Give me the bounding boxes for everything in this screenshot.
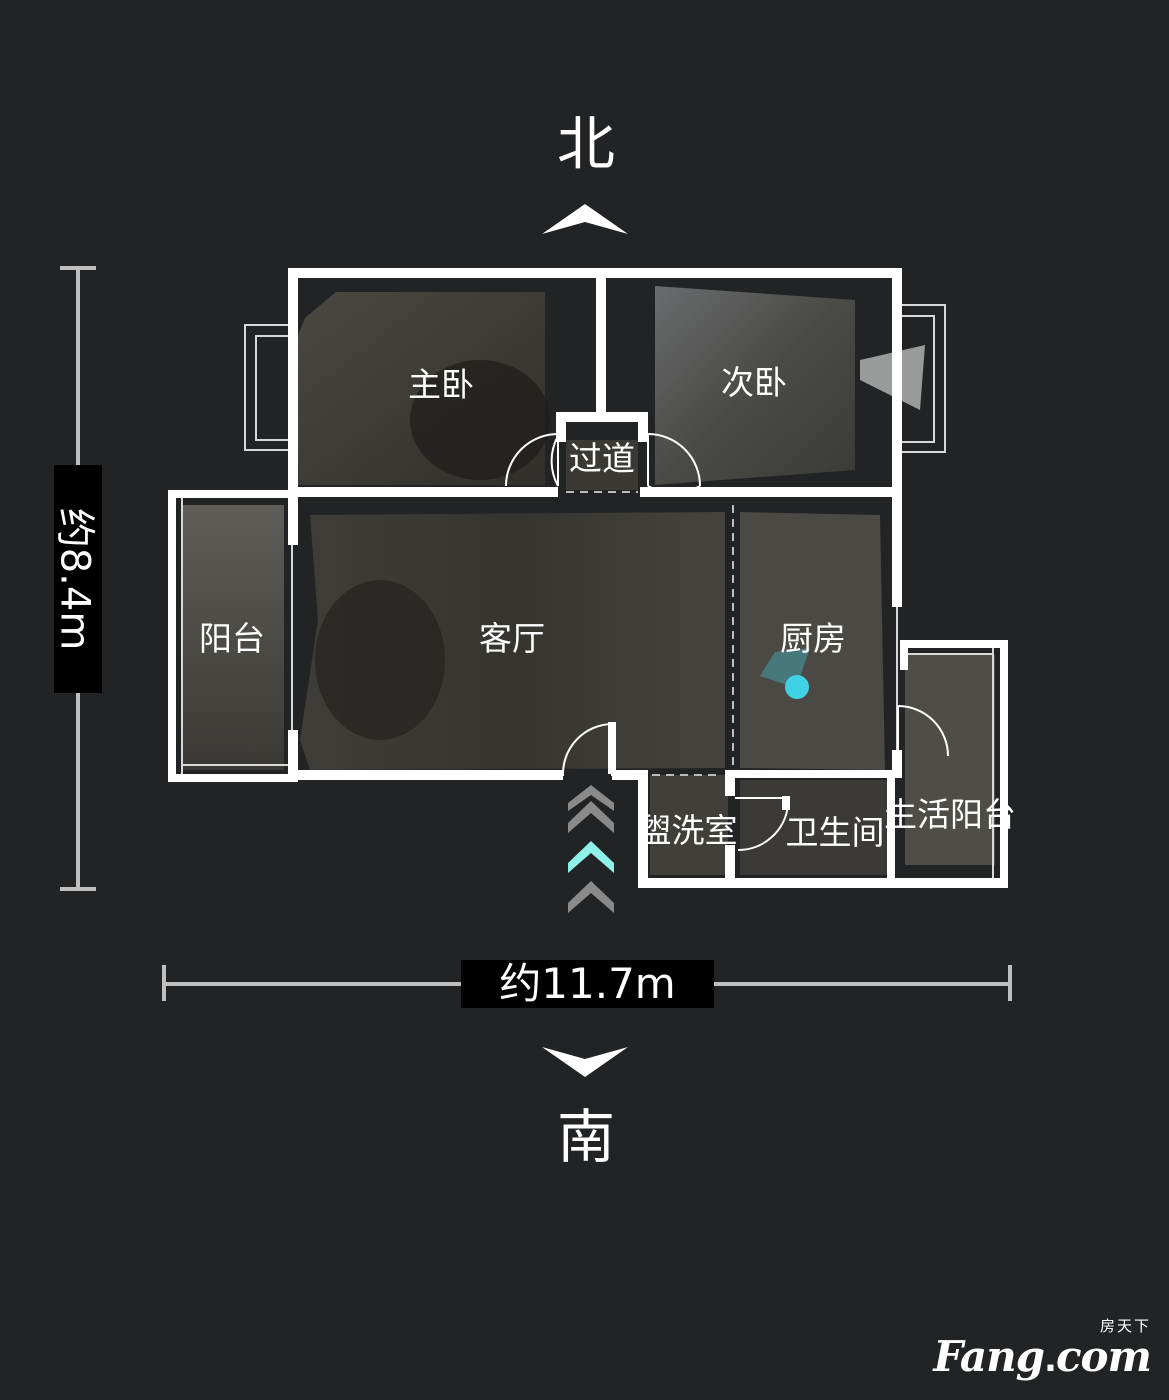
kitchen-fill	[740, 512, 885, 770]
dim-height-cap-bottom	[60, 887, 96, 891]
dim-width-line-left	[162, 982, 462, 986]
utility-balcony-fill	[905, 655, 995, 865]
dim-height-line-bottom	[76, 693, 80, 891]
room-label-kitchen: 厨房	[780, 619, 846, 658]
chevron-down-icon	[542, 1047, 628, 1077]
room-label-living-room: 客厅	[479, 619, 545, 658]
washroom-fill	[650, 775, 728, 875]
room-label-master-bedroom: 主卧	[408, 365, 474, 404]
room-label-washroom: 盥洗室	[638, 811, 738, 850]
compass-south-label: 南	[556, 1103, 615, 1171]
compass-north-label: 北	[556, 110, 615, 178]
triple-chevron-up-icon[interactable]	[566, 785, 616, 917]
room-label-corridor: 过道	[569, 439, 635, 478]
chevron-up-icon	[542, 204, 628, 234]
dim-height-label: 约8.4m	[51, 465, 102, 693]
position-dot-icon	[785, 675, 809, 699]
room-label-utility-balcony: 生活阳台	[884, 795, 1016, 834]
dim-width-cap-right	[1008, 965, 1012, 1001]
dim-height-line-top	[76, 266, 80, 466]
fang-logo-top: 房天下	[1099, 1317, 1151, 1335]
dim-width-line-right	[714, 982, 1012, 986]
fang-logo: 房天下 Fang.com	[933, 1315, 1152, 1381]
room-label-bathroom: 卫生间	[785, 813, 885, 852]
fang-logo-main: Fang.com	[933, 1332, 1152, 1381]
room-label-balcony: 阳台	[199, 619, 265, 658]
bathroom-fill	[740, 780, 888, 875]
balcony-fill	[182, 505, 284, 770]
second-bedroom-fill	[655, 286, 855, 485]
dim-width-label: 约11.7m	[461, 960, 714, 1008]
room-label-second-bedroom: 次卧	[721, 363, 787, 402]
